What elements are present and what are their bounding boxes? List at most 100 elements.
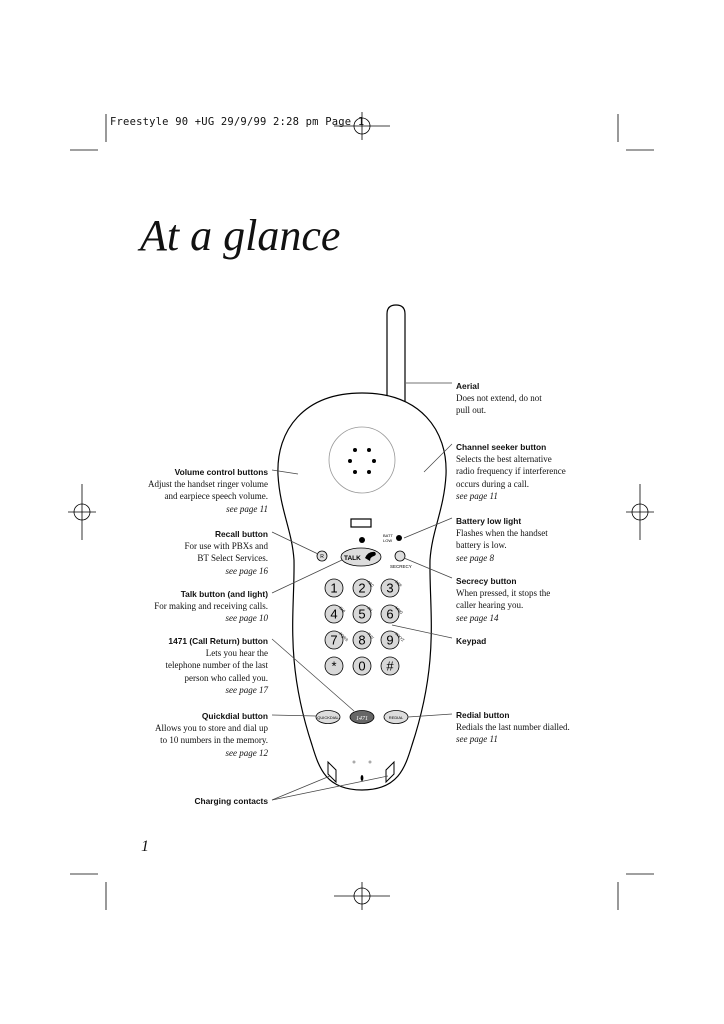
- key-letters-label: PQRS: [338, 632, 349, 643]
- call-return-button-label: 1471: [356, 715, 368, 722]
- key-label: 9: [386, 633, 393, 648]
- callout-text: Flashes when the handset: [456, 528, 548, 539]
- callout-heading: 1471 (Call Return) button: [168, 636, 268, 646]
- callout-text: Lets you hear the: [205, 648, 268, 659]
- key-4-button[interactable]: [352, 604, 372, 624]
- callout-quickdial: Quickdial button Allows you to store and…: [70, 710, 268, 759]
- key-0-button[interactable]: [324, 578, 344, 598]
- callout-heading: Secrecy button: [456, 576, 517, 586]
- quickdial-button-label: QUICKDIAL: [317, 715, 339, 720]
- callout-heading: Talk button (and light): [180, 589, 268, 599]
- key-2-button[interactable]: [380, 578, 400, 598]
- callout-text: For use with PBXs and: [184, 541, 268, 552]
- callout-call-return: 1471 (Call Return) button Lets you hear …: [70, 635, 268, 696]
- callout-text: caller hearing you.: [456, 600, 524, 611]
- callout-heading: Battery low light: [456, 516, 522, 526]
- page-number: 1: [141, 838, 149, 855]
- callout-page-ref: see page 11: [456, 734, 498, 745]
- earpiece-holes: [348, 448, 376, 474]
- key-9-button[interactable]: [324, 656, 344, 676]
- printer-header: Freestyle 90 +UG 29/9/99 2:28 pm Page 1: [110, 116, 365, 128]
- key-letters-label: WXYZ: [394, 632, 405, 643]
- key-label: *: [331, 659, 336, 674]
- key-11-button[interactable]: [380, 656, 400, 676]
- key-5-button[interactable]: [380, 604, 400, 624]
- batt-low-label: BATT: [383, 533, 393, 538]
- callout-page-ref: see page 14: [456, 612, 499, 623]
- callout-heading: Recall button: [214, 529, 268, 539]
- callout-text: Redials the last number dialled.: [456, 722, 570, 733]
- callout-keypad: Keypad: [456, 635, 646, 647]
- talk-light: [359, 537, 365, 543]
- callout-text: Allows you to store and dial up: [155, 723, 268, 734]
- callout-page-ref: see page 11: [226, 503, 268, 514]
- key-letters-label: MNO: [394, 606, 403, 615]
- key-letters-label: JKL: [366, 606, 373, 613]
- charging-contacts: [327, 760, 395, 784]
- callout-text: When pressed, it stops the: [456, 588, 551, 599]
- callout-heading: Quickdial button: [201, 711, 268, 721]
- recall-button[interactable]: [316, 550, 328, 562]
- callout-text: person who called you.: [184, 672, 268, 683]
- key-6-button[interactable]: [324, 630, 344, 650]
- talk-button-label: TALK: [344, 555, 361, 562]
- key-1-button[interactable]: [352, 578, 372, 598]
- callout-heading: Aerial: [456, 381, 480, 391]
- key-7-button[interactable]: [352, 630, 372, 650]
- callout-page-ref: see page 12: [225, 747, 269, 758]
- callout-page-ref: see page 11: [456, 490, 498, 501]
- callout-text: Selects the best alternative: [456, 454, 552, 465]
- callout-volume-control: Volume control buttons Adjust the handse…: [70, 466, 268, 515]
- key-label: 2: [358, 581, 365, 596]
- callout-redial: Redial button Redials the last number di…: [456, 709, 646, 746]
- quickdial-button[interactable]: [315, 710, 341, 724]
- key-label: 6: [386, 607, 393, 622]
- key-letters-label: DEF: [394, 580, 403, 589]
- call-return-button[interactable]: [349, 710, 375, 724]
- callout-text: occurs during a call.: [456, 478, 529, 489]
- key-label: #: [386, 659, 394, 674]
- key-letters-label: GHI: [338, 606, 346, 614]
- key-label: 7: [330, 633, 337, 648]
- callout-text: to 10 numbers in the memory.: [160, 735, 268, 746]
- key-label: 8: [358, 633, 365, 648]
- callout-text: pull out.: [456, 405, 487, 416]
- callout-text: radio frequency if interference: [456, 466, 566, 477]
- page-title: At a glance: [140, 211, 341, 260]
- callout-text: For making and receiving calls.: [154, 601, 268, 612]
- phone-handset-icon: [365, 551, 376, 561]
- secrecy-button-label: SECRECY: [390, 564, 412, 569]
- callout-text: Does not extend, do not: [456, 393, 542, 404]
- callout-heading: Volume control buttons: [174, 467, 268, 477]
- callout-heading: Charging contacts: [194, 796, 268, 806]
- key-letters-label: TUV: [366, 632, 375, 641]
- key-label: 5: [358, 607, 365, 622]
- callout-page-ref: see page 8: [456, 552, 494, 563]
- callout-heading: Redial button: [456, 710, 510, 720]
- callout-page-ref: see page 17: [225, 684, 269, 695]
- key-3-button[interactable]: [324, 604, 344, 624]
- key-label: 1: [330, 581, 337, 596]
- callout-text: BT Select Services.: [197, 553, 268, 564]
- key-letters-label: ABC: [366, 580, 375, 589]
- recall-button-label: R: [320, 554, 324, 560]
- redial-button-label: REDIAL: [389, 715, 404, 720]
- svg-text:LOW: LOW: [383, 538, 392, 543]
- callout-page-ref: see page 10: [225, 613, 269, 624]
- callout-battery-low: Battery low light Flashes when the hands…: [456, 515, 646, 564]
- secrecy-button[interactable]: [394, 550, 406, 562]
- key-label: 0: [358, 659, 365, 674]
- callout-talk: Talk button (and light) For making and r…: [70, 588, 268, 625]
- callout-charging-contacts: Charging contacts: [70, 795, 268, 807]
- callout-secrecy: Secrecy button When pressed, it stops th…: [456, 575, 646, 624]
- key-8-button[interactable]: [380, 630, 400, 650]
- aerial: [386, 304, 406, 408]
- key-10-button[interactable]: [352, 656, 372, 676]
- callout-heading: Channel seeker button: [456, 442, 547, 452]
- callout-channel-seeker: Channel seeker button Selects the best a…: [456, 441, 646, 502]
- callout-text: and earpiece speech volume.: [164, 491, 268, 502]
